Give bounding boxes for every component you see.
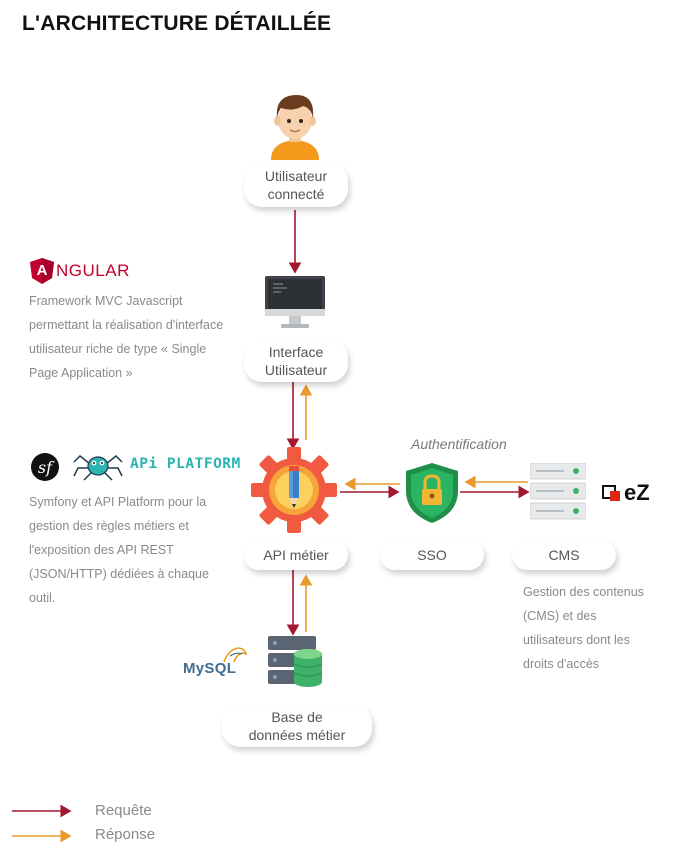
node-api-label: API métier	[263, 547, 329, 563]
node-user: Utilisateur connecté	[244, 163, 348, 207]
ez-logo-icon	[602, 485, 620, 501]
desc-line: outil.	[29, 591, 56, 605]
desc-line: gestion des règles métiers et	[29, 519, 189, 533]
shield-lock-icon	[406, 463, 458, 523]
angular-description: Framework MVC Javascript permettant la r…	[29, 289, 223, 385]
node-db-line1: Base de	[271, 709, 323, 725]
node-interface: Interface Utilisateur	[244, 340, 348, 382]
legend-response-label: Réponse	[95, 826, 156, 843]
gear-pencil-icon	[251, 447, 337, 533]
ez-logo-text: eZ	[624, 480, 650, 505]
desc-line: (JSON/HTTP) dédiées à chaque	[29, 567, 209, 581]
node-interface-line2: Utilisateur	[264, 362, 328, 378]
node-interface-line1: Interface	[268, 344, 324, 360]
mysql-dolphin-icon	[223, 647, 248, 663]
symfony-description: Symfony et API Platform pour la gestion …	[29, 490, 209, 610]
node-sso-label: SSO	[417, 547, 447, 563]
desc-line: Framework MVC Javascript	[29, 294, 183, 308]
node-user-line2: connecté	[267, 186, 325, 202]
node-api: API métier	[244, 540, 348, 570]
desc-line: Gestion des contenus	[523, 585, 644, 599]
desc-line: Page Application »	[29, 366, 133, 380]
desc-line: utilisateurs dont les	[523, 633, 631, 647]
server-stack-icon	[530, 463, 586, 520]
node-user-line1: Utilisateur	[264, 168, 328, 184]
angular-logo-icon	[30, 258, 54, 284]
mysql-logo-text: MySQL	[183, 660, 237, 677]
node-db-line2: données métier	[248, 727, 346, 743]
desc-line: utilisateur riche de type « Single	[29, 342, 207, 356]
angular-logo-letter: A	[36, 262, 48, 279]
database-icon	[268, 636, 323, 687]
node-sso: SSO	[380, 540, 484, 570]
angular-logo-text: NGULAR	[56, 261, 130, 280]
desc-line: (CMS) et des	[523, 609, 597, 623]
edge-label-auth: Authentification	[411, 436, 507, 452]
svg-text:sf: sf	[38, 458, 55, 477]
page-title: L'ARCHITECTURE DÉTAILLÉE	[22, 12, 332, 35]
desc-line: permettant la réalisation d'interface	[29, 318, 224, 332]
legend-request-label: Requête	[95, 802, 152, 819]
node-cms: CMS	[512, 540, 616, 570]
desc-line: Symfony et API Platform pour la	[29, 495, 207, 509]
symfony-logo-icon: sf	[31, 453, 59, 481]
node-cms-label: CMS	[548, 547, 580, 563]
api-platform-spider-icon	[73, 454, 123, 481]
cms-description: Gestion des contenus (CMS) et des utilis…	[523, 580, 644, 676]
node-db: Base de données métier	[222, 705, 372, 747]
desc-line: l'exposition des API REST	[29, 543, 174, 557]
api-platform-logo-text: APi PLATFORM	[130, 456, 241, 472]
monitor-icon	[265, 276, 325, 328]
desc-line: droits d'accès	[523, 657, 600, 671]
user-avatar-icon	[271, 94, 319, 160]
